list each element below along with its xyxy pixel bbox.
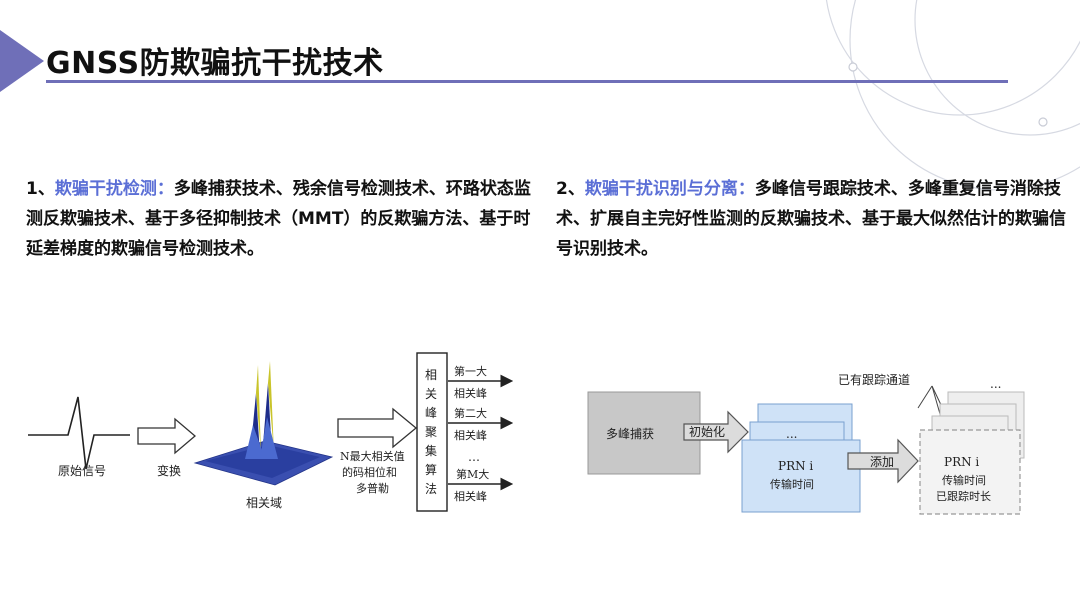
correlation-surface [193, 361, 334, 486]
algorithm-box [416, 352, 448, 512]
identification-diagram: 多峰捕获 初始化 ... PRN i 传输时间 添加 已有跟踪通道 ... ..… [587, 373, 1025, 515]
algorithm-label: 相 关 峰 聚 集 算 法 [425, 368, 437, 496]
dots-mid: ... [786, 427, 797, 441]
point-number: 2、 [556, 179, 585, 199]
acquisition-box [587, 391, 701, 475]
prn-label: PRN i [778, 459, 813, 473]
svg-text:峰: 峰 [425, 406, 437, 420]
tracked-time-label: 已跟踪时长 [936, 489, 991, 503]
peakm-label-1: 第M大 [456, 467, 489, 481]
tracked-box-front [919, 429, 1021, 515]
page-title: GNSS防欺骗抗干扰技术 [46, 46, 384, 81]
acquisition-label: 多峰捕获 [606, 426, 654, 441]
corner-triangle [0, 30, 44, 92]
svg-text:算: 算 [425, 462, 437, 477]
channel-box-front [741, 439, 861, 513]
point-body: 多峰捕获技术、残余信号检测技术、环路状态监测反欺骗技术、基于多径抑制技术（MMT… [26, 179, 531, 259]
peak2-label-1: 第二大 [454, 406, 487, 420]
point-heading: 欺骗干扰识别与分离： [584, 179, 755, 199]
add-label: 添加 [870, 455, 894, 469]
point-body: 多峰信号跟踪技术、多峰重复信号消除技术、扩展自主完好性监测的反欺骗技术、基于最大… [556, 179, 1066, 259]
output-text-2: 的码相位和 [342, 465, 397, 479]
transmit-label-right: 传输时间 [942, 473, 986, 487]
add-arrow [847, 438, 919, 484]
decorative-circles [825, 0, 1080, 191]
prn-label-right: PRN i [944, 455, 979, 469]
output-text-1: N最大相关值 [340, 449, 405, 463]
output-arrow [337, 407, 418, 449]
svg-text:相: 相 [425, 368, 437, 382]
output-text-3: 多普勒 [356, 481, 389, 495]
svg-text:集: 集 [425, 443, 437, 458]
init-label: 初始化 [689, 425, 725, 439]
svg-text:关: 关 [425, 387, 437, 401]
tracked-channels-label: 已有跟踪通道 [838, 373, 910, 387]
dots-top: ... [990, 377, 1001, 391]
signal-waveform [28, 396, 130, 470]
transform-label: 变换 [157, 463, 181, 478]
domain-label: 相关域 [246, 496, 282, 510]
svg-text:聚: 聚 [425, 425, 437, 439]
point-heading: 欺骗干扰检测： [54, 179, 174, 199]
svg-text:法: 法 [425, 482, 437, 496]
peak2-label-2: 相关峰 [454, 428, 487, 442]
peak-ellipsis: … [468, 450, 480, 464]
signal-label: 原始信号 [58, 464, 106, 478]
point-number: 1、 [26, 179, 55, 199]
detection-diagram: 原始信号 变换 相关域 N最大相关值 的码相位和 多普勒 相 关 峰 聚 集 [28, 352, 514, 512]
peak1-label-1: 第一大 [454, 364, 487, 378]
transform-arrow [137, 417, 197, 455]
point-detection: 1、欺骗干扰检测：多峰捕获技术、残余信号检测技术、环路状态监测反欺骗技术、基于多… [26, 174, 536, 264]
point-identification: 2、欺骗干扰识别与分离：多峰信号跟踪技术、多峰重复信号消除技术、扩展自主完好性监… [556, 174, 1066, 264]
init-arrow [683, 410, 749, 454]
peak1-label-2: 相关峰 [454, 386, 487, 400]
transmit-label: 传输时间 [770, 477, 814, 491]
peakm-label-2: 相关峰 [454, 489, 487, 503]
